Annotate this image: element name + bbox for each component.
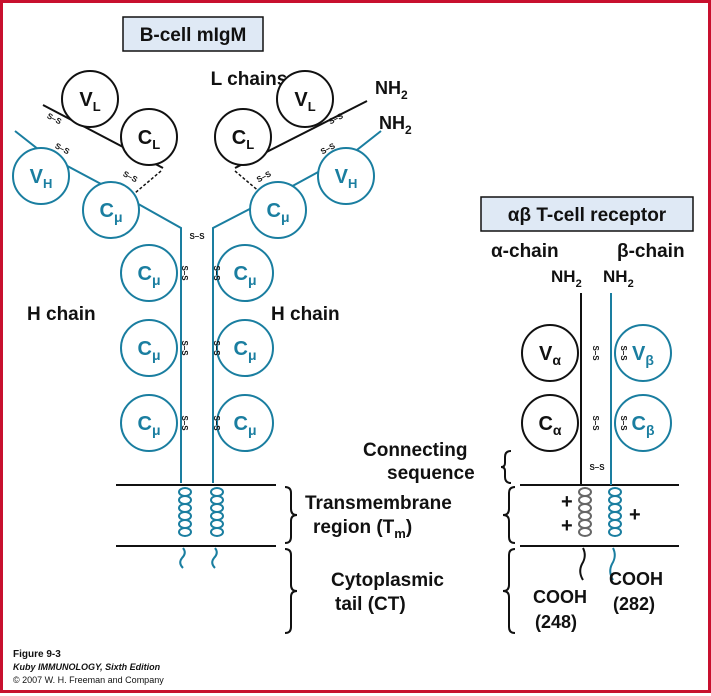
vl-domain-left: VL [61,70,119,128]
svg-text:VL: VL [294,89,315,114]
cbeta-domain: Cβ [614,394,672,452]
svg-text:Cμ: Cμ [266,200,289,225]
transmembrane-label-line2: region (Tm) [313,517,412,541]
vh-domain-left: VH [12,147,70,205]
beta-plus-charge: + [629,504,641,526]
tcr-title: αβ T-cell receptor [508,205,667,226]
svg-text:Vα: Vα [539,343,561,368]
vl-domain-right: VL [276,70,334,128]
book-title: Kuby IMMUNOLOGY, Sixth Edition [13,662,161,672]
cl-domain-left: CL [120,108,178,166]
calpha-disulfide: S–S [591,415,600,431]
svg-text:Cα: Cα [538,413,561,438]
hinge-disulfide: S–S [189,232,205,241]
cytoplasmic-label-line2: tail (CT) [335,594,406,615]
alpha-cooh-label: COOH [533,587,587,607]
svg-text:Cμ: Cμ [137,413,160,438]
connecting-brace [500,450,512,484]
beta-length-label: (282) [613,594,655,614]
intra-disulfide-2: S–S [180,340,189,356]
nh2-label-light-right: NH2 [375,78,408,102]
connecting-label-line2: sequence [387,463,475,484]
calpha-domain: Cα [521,394,579,452]
bcell-title: B-cell mIgM [140,25,247,46]
bcell-tail-left [179,547,186,569]
alpha-length-label: (248) [535,612,577,632]
l-chains-label: L chains [211,69,288,90]
bcell-title-box: B-cell mIgM [122,16,264,52]
immunoreceptor-diagram: B-cell mIgM L chains VL CL VL [12,16,694,685]
intra-disulfide-6: S–S [212,415,221,431]
svg-text:Cμ: Cμ [137,338,160,363]
cmu2-domain-left: Cμ [120,244,178,302]
cmu3-domain-left: Cμ [120,319,178,377]
alpha-plus-charge-2: + [561,515,573,537]
cmu4-domain-left: Cμ [120,394,178,452]
bcell-tail-right [211,547,218,569]
intra-disulfide-1: S–S [180,265,189,281]
cl-disulfide-left: S–S [121,169,139,184]
svg-text:Cμ: Cμ [233,263,256,288]
svg-text:Cμ: Cμ [137,263,160,288]
vbeta-domain: Vβ [614,324,672,382]
beta-cooh-label: COOH [609,569,663,589]
cmu2-domain-right: Cμ [216,244,274,302]
intra-disulfide-3: S–S [180,415,189,431]
svg-text:Vβ: Vβ [632,343,654,368]
figure-number: Figure 9-3 [13,649,61,660]
bcell-transmembrane-coils [178,487,224,537]
svg-text:CL: CL [232,127,254,152]
beta-cytoplasmic-tail [609,547,616,581]
svg-text:VH: VH [30,166,53,191]
copyright-line: © 2007 W. H. Freeman and Company [13,675,164,685]
svg-text:Cβ: Cβ [632,413,655,438]
nh2-label-heavy-right: NH2 [379,113,412,137]
vbeta-disulfide: S–S [619,345,628,361]
cbeta-disulfide: S–S [619,415,628,431]
intra-disulfide-5: S–S [212,340,221,356]
tcr-title-box: αβ T-cell receptor [480,196,694,232]
transmembrane-label-line1: Transmembrane [305,493,452,514]
cl-domain-right: CL [214,108,272,166]
cmu1-domain-left: Cμ [82,181,140,239]
transmembrane-brace-right [502,486,516,544]
vh-domain-right: VH [317,147,375,205]
svg-text:VH: VH [335,166,358,191]
connecting-label-line1: Connecting [363,440,468,461]
transmembrane-brace-left [284,486,298,544]
alpha-cytoplasmic-tail [579,547,586,581]
nh2-label-alpha: NH2 [551,267,582,290]
svg-text:VL: VL [79,89,100,114]
cmu1-domain-right: Cμ [249,181,307,239]
valpha-domain: Vα [521,324,579,382]
alpha-plus-charge-1: + [561,491,573,513]
cmu4-domain-right: Cμ [216,394,274,452]
svg-text:Cμ: Cμ [233,338,256,363]
svg-text:Cμ: Cμ [233,413,256,438]
nh2-label-beta: NH2 [603,267,634,290]
tcr-interchain-disulfide: S–S [589,463,605,472]
alpha-chain-label: α-chain [491,241,559,262]
cytoplasmic-brace-left [284,548,298,634]
heavy-light-bond-right [234,170,262,194]
svg-text:CL: CL [138,127,160,152]
cytoplasmic-brace-right [502,548,516,634]
heavy-light-bond-left [134,170,162,194]
cytoplasmic-label-line1: Cytoplasmic [331,570,444,591]
valpha-disulfide: S–S [591,345,600,361]
tcr-transmembrane-coils [578,487,622,537]
h-chain-label-left: H chain [27,304,96,325]
cmu3-domain-right: Cμ [216,319,274,377]
beta-chain-label: β-chain [617,241,685,262]
intra-disulfide-4: S–S [212,265,221,281]
svg-text:Cμ: Cμ [99,200,122,225]
h-chain-label-right: H chain [271,304,340,325]
